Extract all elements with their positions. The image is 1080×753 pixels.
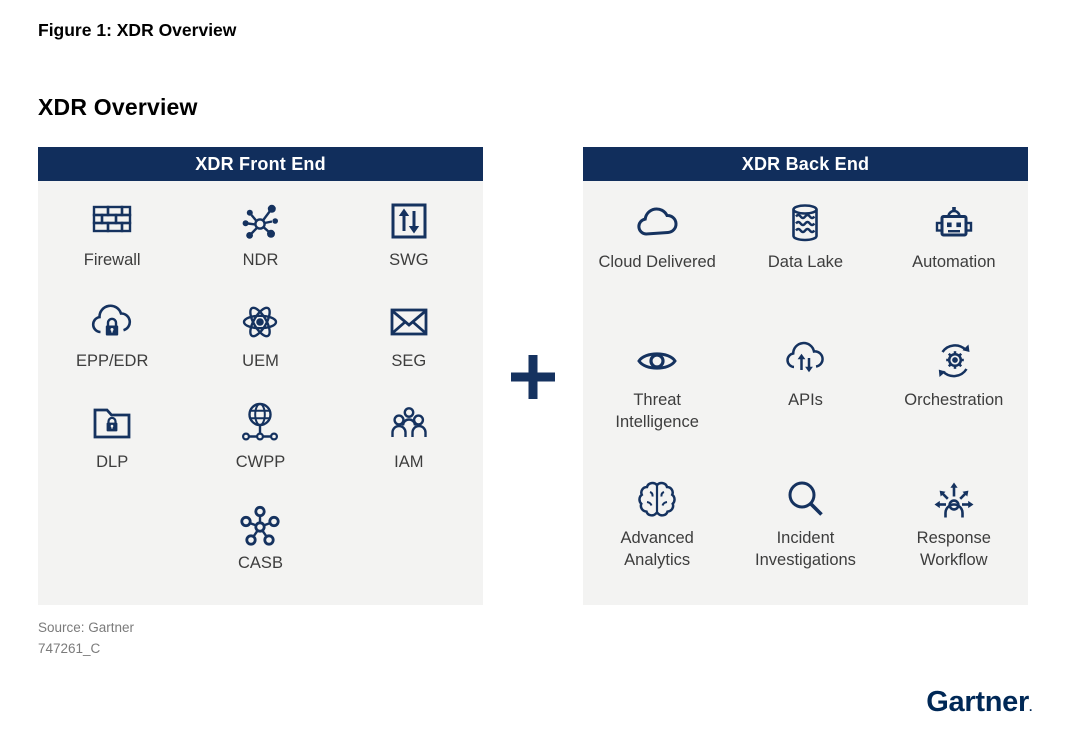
front-item-epp-edr: EPP/EDR [38, 298, 186, 399]
front-end-header: XDR Front End [38, 147, 483, 181]
doc-id-text: 747261_C [38, 641, 101, 656]
plus-icon [507, 351, 559, 403]
gartner-logo-text: Gartner [926, 686, 1029, 718]
front-item-casb: CASB [186, 500, 334, 601]
front-item-iam: IAM [335, 399, 483, 500]
trademark-dot: . [1028, 700, 1032, 714]
item-label: Response Workflow [916, 529, 991, 569]
cloud-arrows-icon [781, 337, 829, 385]
item-label: CASB [238, 554, 283, 572]
people-group-icon [385, 399, 433, 447]
item-label: Advanced Analytics [620, 529, 694, 569]
item-label: SEG [391, 352, 427, 370]
back-item-advanced-analytics: Advanced Analytics [583, 475, 731, 613]
item-label: DLP [96, 453, 129, 471]
front-end-grid: Firewall [38, 181, 483, 601]
molecule-icon [236, 500, 284, 548]
item-label: EPP/EDR [75, 352, 149, 370]
item-label: CWPP [235, 453, 286, 471]
cloud-lock-icon [88, 298, 136, 346]
person-arrows-icon [930, 475, 978, 523]
item-label: Threat Intelligence [615, 391, 699, 431]
gartner-logo: Gartner. [926, 686, 1032, 719]
item-label: Cloud Delivered [598, 253, 716, 271]
back-end-grid: Cloud Delivered Data Lake [583, 181, 1028, 613]
item-label: UEM [242, 352, 279, 370]
back-item-response-workflow: Response Workflow [880, 475, 1028, 613]
back-item-automation: Automation [880, 199, 1028, 337]
back-item-orchestration: Orchestration [880, 337, 1028, 475]
item-label: NDR [242, 251, 279, 269]
envelope-icon [385, 298, 433, 346]
xdr-front-end-panel: XDR Front End Firewall [38, 147, 483, 605]
front-item-firewall: Firewall [38, 197, 186, 298]
firewall-icon [88, 197, 136, 245]
figure-caption: Figure 1: XDR Overview [38, 20, 237, 40]
network-hub-icon [236, 197, 284, 245]
back-item-threat-intelligence: Threat Intelligence [583, 337, 731, 475]
gear-sync-icon [930, 337, 978, 385]
item-label: Incident Investigations [755, 529, 856, 569]
brain-icon [633, 475, 681, 523]
item-label: Orchestration [904, 391, 1004, 409]
front-item-uem: UEM [186, 298, 334, 399]
atom-icon [236, 298, 284, 346]
robot-icon [930, 199, 978, 247]
folder-lock-icon [88, 399, 136, 447]
xdr-back-end-panel: XDR Back End Cloud Delivered [583, 147, 1028, 605]
item-label: Firewall [83, 251, 141, 269]
item-label: Automation [912, 253, 996, 271]
back-item-incident-investigations: Incident Investigations [731, 475, 879, 613]
eye-icon [633, 337, 681, 385]
item-label: SWG [389, 251, 429, 269]
back-item-cloud-delivered: Cloud Delivered [583, 199, 731, 337]
globe-network-icon [236, 399, 284, 447]
arrows-box-icon [385, 197, 433, 245]
front-item-seg: SEG [335, 298, 483, 399]
page-title: XDR Overview [38, 94, 198, 120]
magnifier-icon [781, 475, 829, 523]
back-item-data-lake: Data Lake [731, 199, 879, 337]
item-label: IAM [394, 453, 424, 471]
front-item-ndr: NDR [186, 197, 334, 298]
cloud-icon [633, 199, 681, 247]
front-item-swg: SWG [335, 197, 483, 298]
back-item-apis: APIs [731, 337, 879, 475]
front-item-cwpp: CWPP [186, 399, 334, 500]
front-item-dlp: DLP [38, 399, 186, 500]
item-label: Data Lake [767, 253, 844, 271]
source-text: Source: Gartner [38, 620, 135, 635]
database-waves-icon [781, 199, 829, 247]
item-label: APIs [788, 391, 823, 409]
back-end-header: XDR Back End [583, 147, 1028, 181]
